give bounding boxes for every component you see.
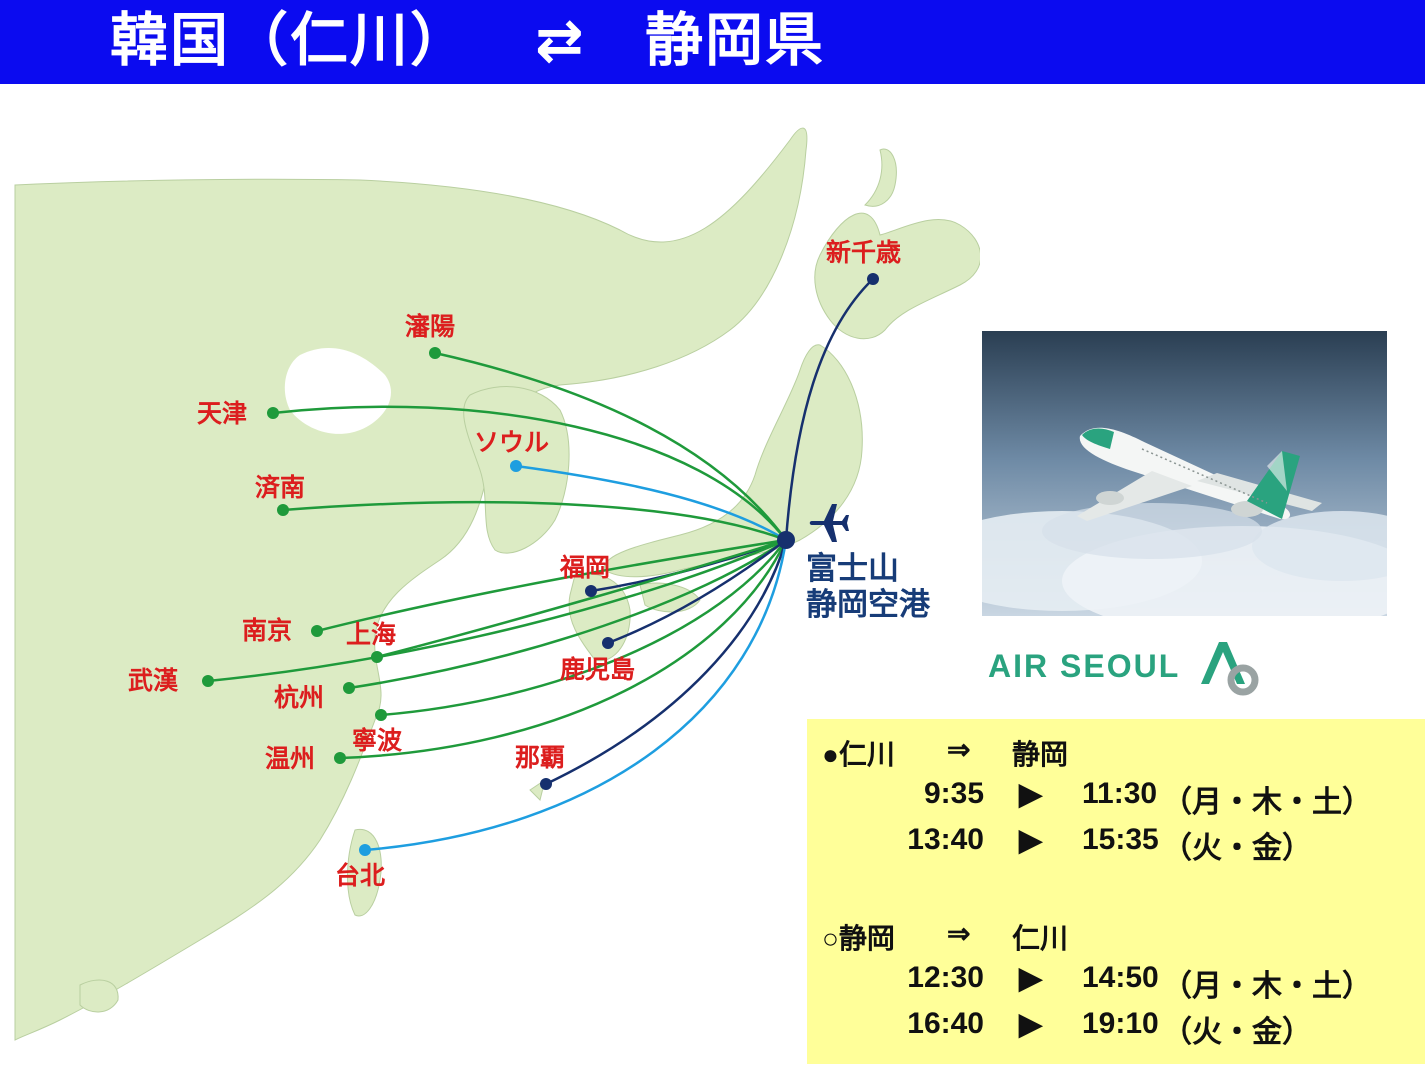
header-bar: 韓国（仁川） ⇄ 静岡県	[0, 0, 1425, 84]
route-hangzhou	[348, 538, 787, 690]
route-tianjin	[272, 405, 787, 541]
route-kagoshima	[607, 539, 787, 645]
days: （火・金）	[1162, 832, 1312, 865]
dep-time: 16:40	[907, 1007, 984, 1040]
route-nanjing	[316, 538, 787, 633]
inbound-marker: ○	[822, 923, 839, 954]
city-label-hangzhou: 杭州	[274, 683, 325, 712]
kyushu	[568, 573, 631, 662]
inbound-to: 仁川	[1012, 923, 1069, 954]
dot-hangzhou	[343, 682, 355, 694]
dep-time: 9:35	[923, 777, 984, 810]
outbound-marker: ●	[822, 739, 839, 770]
arr-time: 15:35	[1082, 823, 1159, 856]
route-seoul	[515, 464, 787, 542]
dot-wuhan	[202, 675, 214, 687]
dot-shenyang	[429, 347, 441, 359]
city-label-ningbo: 寧波	[352, 726, 403, 755]
inbound-arrow: ⇒	[947, 918, 971, 949]
outbound-arrow: ⇒	[947, 734, 971, 765]
route-jinan	[282, 500, 787, 542]
sakhalin	[864, 148, 897, 207]
route-wenzhou	[339, 539, 788, 760]
city-label-seoul: ソウル	[474, 428, 550, 457]
dot-fukuoka	[585, 585, 597, 597]
title-destination: 静岡県	[645, 6, 826, 74]
outbound-from: 仁川	[838, 739, 895, 770]
dot-ningbo	[375, 709, 387, 721]
hainan-island	[79, 979, 119, 1013]
play-arrow-icon: ▶	[1019, 824, 1043, 857]
aircraft-illustration	[982, 331, 1387, 616]
days: （月・木・土）	[1162, 786, 1372, 819]
logo-text: AIR SEOUL	[988, 648, 1181, 684]
days: （月・木・土）	[1162, 970, 1372, 1003]
hokkaido	[814, 212, 980, 340]
dep-time: 12:30	[907, 961, 984, 994]
city-label-nanjing: 南京	[242, 616, 293, 645]
inbound-from: 静岡	[838, 923, 895, 954]
dot-wenzhou	[334, 752, 346, 764]
honshu	[604, 344, 863, 578]
airplane-icon	[809, 504, 849, 542]
arr-time: 11:30	[1082, 777, 1158, 810]
dot-nanjing	[311, 625, 323, 637]
route-ningbo	[380, 539, 788, 717]
route-shenyang	[434, 351, 788, 541]
schedule-box: ●仁川 ⇒ 静岡 9:35 ▶ 11:30 （月・木・土） 13:40 ▶ 15…	[807, 719, 1425, 1064]
route-new-chitose	[784, 278, 874, 541]
inbound-heading: ○静岡 ⇒ 仁川	[822, 917, 1068, 957]
dot-new-chitose	[867, 273, 879, 285]
route-wuhan	[207, 538, 787, 683]
dot-naha	[540, 778, 552, 790]
outbound-to: 静岡	[1012, 739, 1069, 770]
city-label-wuhan: 武漢	[128, 666, 179, 695]
dot-jinan	[277, 504, 289, 516]
days: （火・金）	[1162, 1016, 1312, 1049]
route-taipei	[364, 539, 788, 852]
logo-mark-icon	[1201, 642, 1259, 696]
dot-shanghai	[371, 651, 383, 663]
outbound-heading: ●仁川 ⇒ 静岡	[822, 733, 1068, 773]
route-naha	[545, 539, 788, 786]
hub-label-line1: 富士山	[806, 551, 899, 587]
hub-dot	[777, 531, 795, 549]
map-canvas	[14, 127, 980, 1041]
city-label-new-chitose: 新千歳	[826, 238, 902, 267]
city-label-fukuoka: 福岡	[560, 553, 611, 582]
play-arrow-icon: ▶	[1019, 1008, 1043, 1041]
city-label-jinan: 済南	[255, 473, 306, 502]
hub-label-line2: 静岡空港	[806, 587, 930, 623]
city-label-wenzhou: 温州	[265, 744, 316, 773]
dot-kagoshima	[602, 637, 614, 649]
air-seoul-logo: AIR SEOUL	[988, 636, 1278, 696]
play-arrow-icon: ▶	[1019, 778, 1043, 811]
city-label-tianjin: 天津	[197, 399, 248, 428]
shikoku	[639, 582, 701, 613]
city-label-shenyang: 瀋陽	[405, 312, 456, 341]
city-label-shanghai: 上海	[346, 620, 397, 649]
dot-tianjin	[267, 407, 279, 419]
city-label-taipei: 台北	[335, 861, 386, 890]
arr-time: 14:50	[1082, 961, 1159, 994]
city-label-naha: 那覇	[515, 743, 566, 772]
route-map: 新千歳 瀋陽 天津 ソウル 済南 福岡 南京 上海 武漢 杭州 鹿児島 寧波 温…	[0, 84, 980, 1079]
dot-taipei	[359, 844, 371, 856]
dot-seoul	[510, 460, 522, 472]
arr-time: 19:10	[1082, 1007, 1159, 1040]
dep-time: 13:40	[907, 823, 984, 856]
taiwan	[347, 828, 382, 917]
aircraft-photo	[982, 331, 1387, 616]
route-shanghai	[376, 538, 787, 659]
play-arrow-icon: ▶	[1019, 962, 1043, 995]
continent-land	[14, 127, 808, 1041]
title-origin: 韓国（仁川）	[110, 6, 471, 74]
city-label-kagoshima: 鹿児島	[560, 655, 636, 684]
swap-arrow-icon: ⇄	[535, 6, 586, 74]
shandong-bay	[284, 347, 391, 434]
